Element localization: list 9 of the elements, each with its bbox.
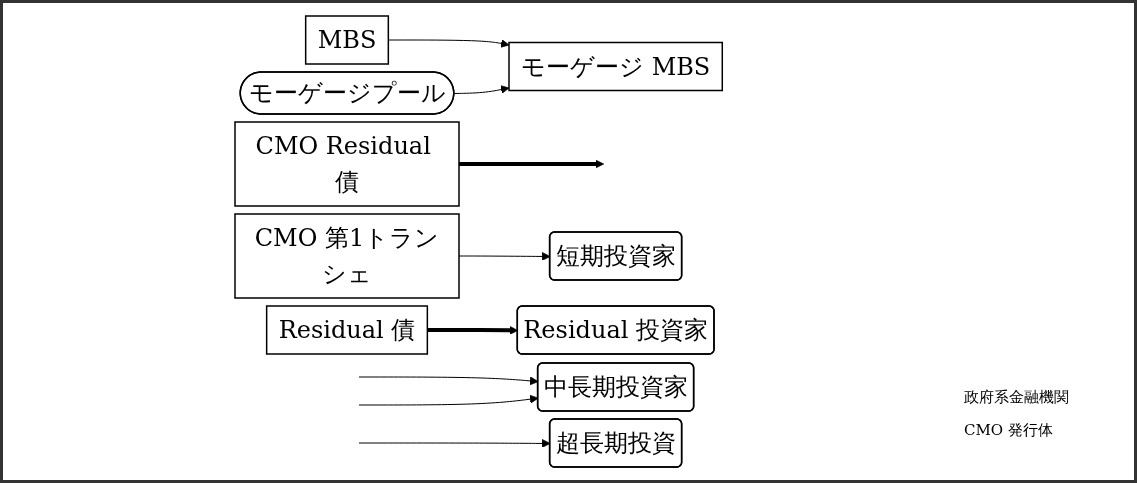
node-box: モーゲージ MBS xyxy=(508,41,723,92)
node-box: Residual 債 xyxy=(265,305,428,355)
arrow xyxy=(453,85,510,94)
arrow xyxy=(458,159,604,169)
node-box: CMO 第1トランシェ xyxy=(234,213,460,299)
issuer-caption: 政府系金融機関 xyxy=(964,388,1070,407)
node-box: MBS xyxy=(304,15,389,65)
issuer-caption: CMO 発行体 xyxy=(964,421,1054,440)
node-box: CMO Residual 債 xyxy=(234,121,460,207)
